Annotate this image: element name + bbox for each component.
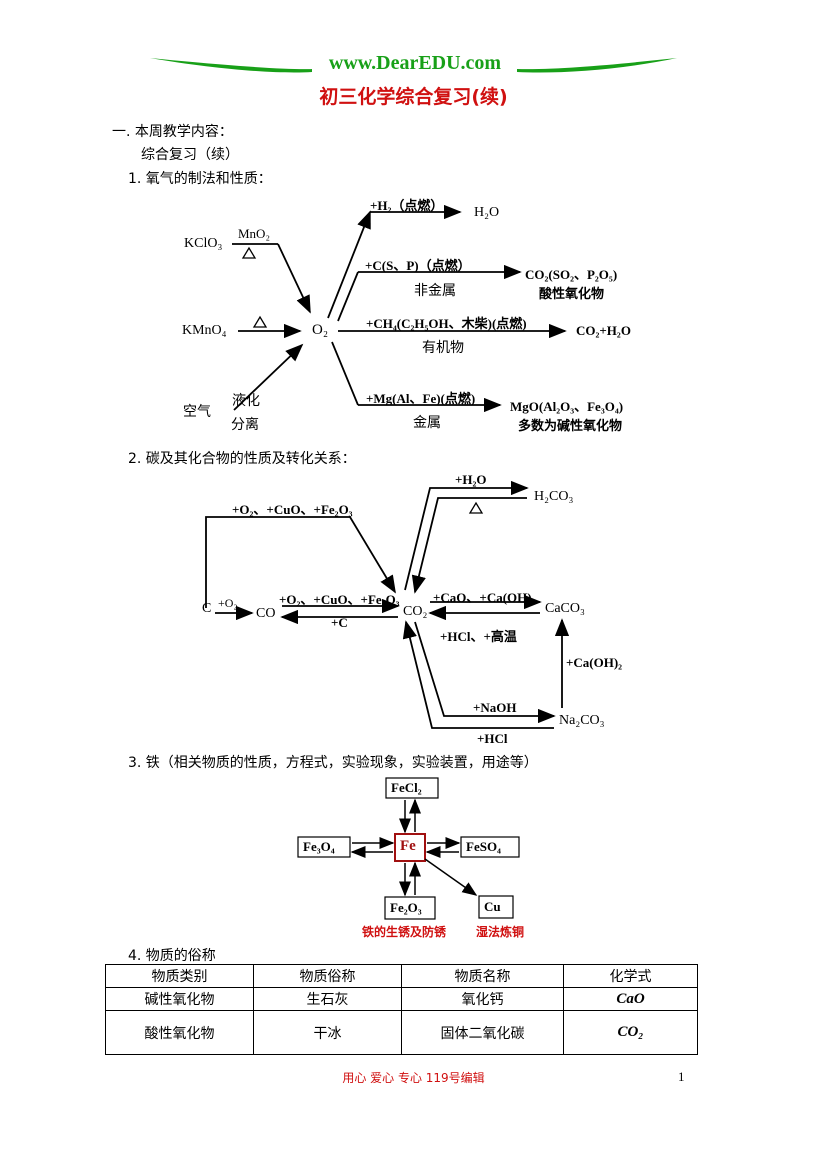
table-header-row: 物质类别 物质俗称 物质名称 化学式 <box>105 964 698 988</box>
c-co-condition: +O₂ <box>218 596 238 610</box>
footer-text: 用心 爱心 专心 119号编辑 <box>342 1071 485 1085</box>
table-cell: 生石灰 <box>253 987 402 1011</box>
section-subheading: 综合复习（续） <box>141 147 239 163</box>
r4-condition: +Mg(Al、Fe)(点燃) <box>366 391 476 406</box>
co-co2-condition: +O₂、+CuO、+Fe₂O₃ <box>279 592 400 607</box>
table-cell: 碱性氧化物 <box>105 987 254 1011</box>
label-c: C <box>202 601 212 616</box>
r3-condition: +CH₄(C₂H₅OH、木柴)(点燃) <box>366 316 527 331</box>
r2-class: 非金属 <box>414 283 456 299</box>
table-header: 物质类别 <box>105 964 254 988</box>
label-caco3: CaCO₃ <box>545 601 585 616</box>
heading-iron: 3. 铁（相关物质的性质，方程式，实验现象，实验装置，用途等） <box>128 755 538 771</box>
label-rust: 铁的生锈及防锈 <box>362 925 447 939</box>
label-co2: CO₂ <box>403 604 428 619</box>
r1-product: H₂O <box>474 205 500 220</box>
r3-product: CO₂+H₂O <box>576 323 631 338</box>
page-number: 1 <box>678 1069 685 1084</box>
label-liquefy: 液化 <box>232 393 260 409</box>
heading-oxygen: 1. 氧气的制法和性质： <box>128 171 272 187</box>
hcl-condition: +HCl <box>477 731 508 746</box>
naoh-condition: +NaOH <box>473 700 517 715</box>
label-wet-copper: 湿法炼铜 <box>476 925 525 939</box>
r4-note: 多数为碱性氧化物 <box>518 419 623 434</box>
caoh2-condition: +Ca(OH)₂ <box>566 655 623 670</box>
table-cell: 固体二氧化碳 <box>401 1010 564 1055</box>
table-cell-formula: CaO <box>563 987 698 1011</box>
heading-names: 4. 物质的俗称 <box>128 948 216 964</box>
r1-condition: +H₂（点燃） <box>370 198 444 213</box>
label-co: CO <box>256 606 276 621</box>
label-kclo3: KClO₃ <box>184 236 223 251</box>
label-separate: 分离 <box>231 417 259 433</box>
box-fe2o3: Fe₂O₃ <box>390 900 422 915</box>
label-mno2: MnO₂ <box>238 226 270 241</box>
box-fecl2: FeCl₂ <box>391 780 422 795</box>
table-row: 酸性氧化物 干冰 固体二氧化碳 CO₂ <box>105 1010 698 1055</box>
table-cell: 干冰 <box>253 1010 402 1055</box>
section-heading-1: 一. 本周教学内容： <box>112 124 233 140</box>
r2-note: 酸性氧化物 <box>539 287 605 302</box>
box-feso4: FeSO₄ <box>466 839 501 854</box>
box-fe3o4: Fe₃O₄ <box>303 839 335 854</box>
label-h2co3: H₂CO₃ <box>534 489 574 504</box>
label-o2: O₂ <box>312 322 329 338</box>
r4-product: MgO(Al₂O₃、Fe₃O₄) <box>510 399 624 414</box>
co2-co-condition: +C <box>331 615 348 630</box>
site-name: www.DearEDU.com <box>328 52 502 74</box>
table-header: 物质名称 <box>401 964 564 988</box>
r2-product: CO₂(SO₂、P₂O₅) <box>525 267 618 282</box>
label-na2co3: Na₂CO₃ <box>559 713 605 728</box>
table-cell: 酸性氧化物 <box>105 1010 254 1055</box>
table-header: 化学式 <box>563 964 698 988</box>
box-cu: Cu <box>484 899 501 914</box>
heading-carbon: 2. 碳及其化合物的性质及转化关系： <box>128 451 356 467</box>
r2-condition: +C(S、P)（点燃） <box>365 258 471 273</box>
r4-class: 金属 <box>413 415 441 431</box>
r3-class: 有机物 <box>422 340 464 356</box>
table-header: 物质俗称 <box>253 964 402 988</box>
label-kmno4: KMnO₄ <box>182 323 227 338</box>
page-title: 初三化学综合复习(续) <box>319 86 508 108</box>
table-cell: 氧化钙 <box>401 987 564 1011</box>
table-row: 碱性氧化物 生石灰 氧化钙 CaO <box>105 987 698 1011</box>
h2o-condition: +H₂O <box>455 472 487 487</box>
cao-condition: +CaO、+Ca(OH) <box>433 590 532 605</box>
site-logo-swoosh <box>150 58 677 73</box>
label-air: 空气 <box>183 404 211 420</box>
names-table: 物质类别 物质俗称 物质名称 化学式 碱性氧化物 生石灰 氧化钙 CaO 酸性氧… <box>105 964 698 1055</box>
hcl-high-condition: +HCl、+高温 <box>440 629 517 644</box>
carbon-top-condition: +O₂、+CuO、+Fe₂O₃ <box>232 502 353 517</box>
table-cell-formula: CO₂ <box>563 1010 698 1055</box>
box-fe: Fe <box>400 838 416 854</box>
